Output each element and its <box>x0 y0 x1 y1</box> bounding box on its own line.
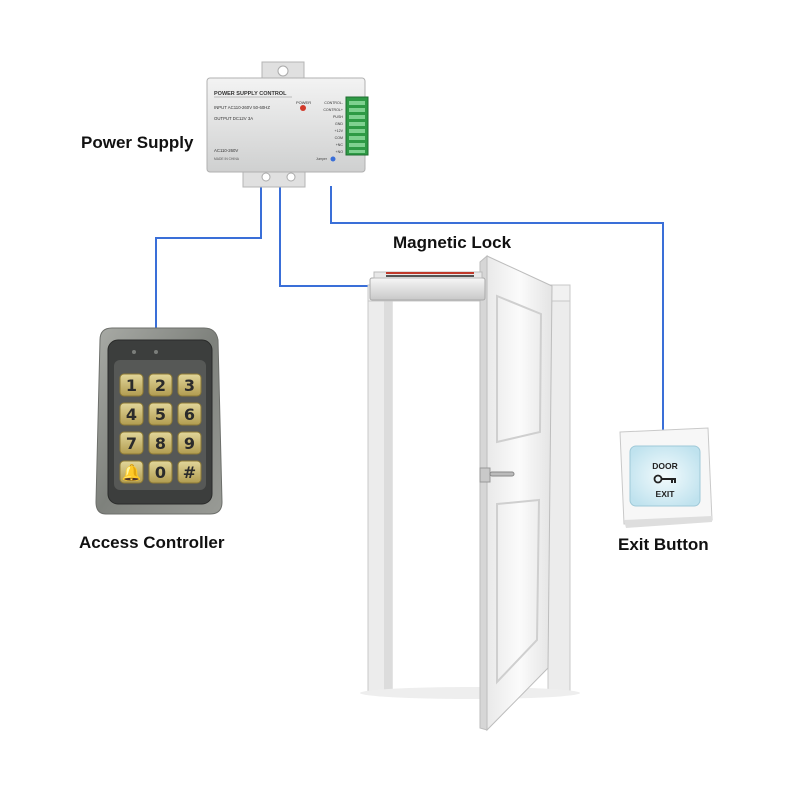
wiring <box>155 186 664 430</box>
keypad-key-label: 9 <box>184 434 195 453</box>
keypad-key[interactable]: 0 <box>148 460 173 484</box>
psu-made-in-text: MADE IN CHINA <box>214 157 240 161</box>
exit-button-exit-text: EXIT <box>656 489 676 499</box>
keypad-key-label: 2 <box>155 376 166 395</box>
exit-button-device: DOOR EXIT <box>619 427 713 528</box>
exit-button-label: Exit Button <box>618 535 709 554</box>
keypad-key[interactable]: 🔔 <box>119 460 144 484</box>
keypad-key-label: 1 <box>126 376 137 395</box>
psu-terminal-label: +12V <box>335 129 344 133</box>
power-supply-unit: POWER SUPPLY CONTROL POWER INPUT AC110-2… <box>206 61 369 188</box>
keypad-key-label: 7 <box>126 434 137 453</box>
keypad-key[interactable]: 7 <box>119 431 144 455</box>
keypad-key[interactable]: 2 <box>148 373 173 397</box>
keypad-key-label: 5 <box>155 405 166 424</box>
door-assembly <box>360 254 580 732</box>
keypad-key[interactable]: 3 <box>177 373 202 397</box>
psu-power-led <box>300 105 306 111</box>
psu-terminal-label: +NC <box>336 143 344 147</box>
magnetic-lock-device <box>369 271 486 301</box>
keypad-key-label: 0 <box>155 463 166 482</box>
keypad-key-label: 4 <box>126 405 137 424</box>
keypad-key[interactable]: 4 <box>119 402 144 426</box>
psu-terminal-label: COM <box>335 136 343 140</box>
keypad-key-label: 🔔 <box>122 463 142 482</box>
keypad-key[interactable]: 9 <box>177 431 202 455</box>
psu-voltage-text: AC110-260V <box>214 148 238 153</box>
psu-terminal-label: GND <box>335 122 343 126</box>
keypad-key[interactable]: 6 <box>177 402 202 426</box>
magnetic-lock-label: Magnetic Lock <box>393 233 512 252</box>
power-supply-label: Power Supply <box>81 133 194 152</box>
keypad-key-label: 3 <box>184 376 195 395</box>
psu-input-text: INPUT AC110-260V 50-60HZ <box>214 105 270 110</box>
exit-button-door-text: DOOR <box>652 461 678 471</box>
wire-to-exit-button <box>330 186 664 430</box>
psu-terminal-label: CONTROL- <box>324 101 344 105</box>
psu-terminal-label: CONTROL+ <box>323 108 343 112</box>
keypad-key[interactable]: 8 <box>148 431 173 455</box>
psu-jumper-label: Jumper <box>316 157 328 161</box>
access-controller-label: Access Controller <box>79 533 225 552</box>
keypad-key[interactable]: 5 <box>148 402 173 426</box>
keypad-key[interactable]: # <box>177 460 202 484</box>
psu-terminal-label: +NO <box>336 150 344 154</box>
keypad-key-label: # <box>183 463 196 482</box>
psu-title: POWER SUPPLY CONTROL <box>214 91 287 97</box>
psu-terminal-labels: CONTROL- CONTROL+ PUSH GND +12V COM +NC +NO <box>323 101 343 154</box>
wire-to-magnetic-lock <box>279 186 372 287</box>
keypad-key-label: 6 <box>184 405 195 424</box>
psu-terminal-label: PUSH <box>333 115 343 119</box>
keypad-key[interactable]: 1 <box>119 373 144 397</box>
psu-output-text: OUTPUT DC12V 3A <box>214 116 253 121</box>
key-icon <box>653 474 676 484</box>
wire-to-access-controller <box>155 186 262 332</box>
psu-power-led-label: POWER <box>296 100 311 105</box>
keypad-key-label: 8 <box>155 434 166 453</box>
